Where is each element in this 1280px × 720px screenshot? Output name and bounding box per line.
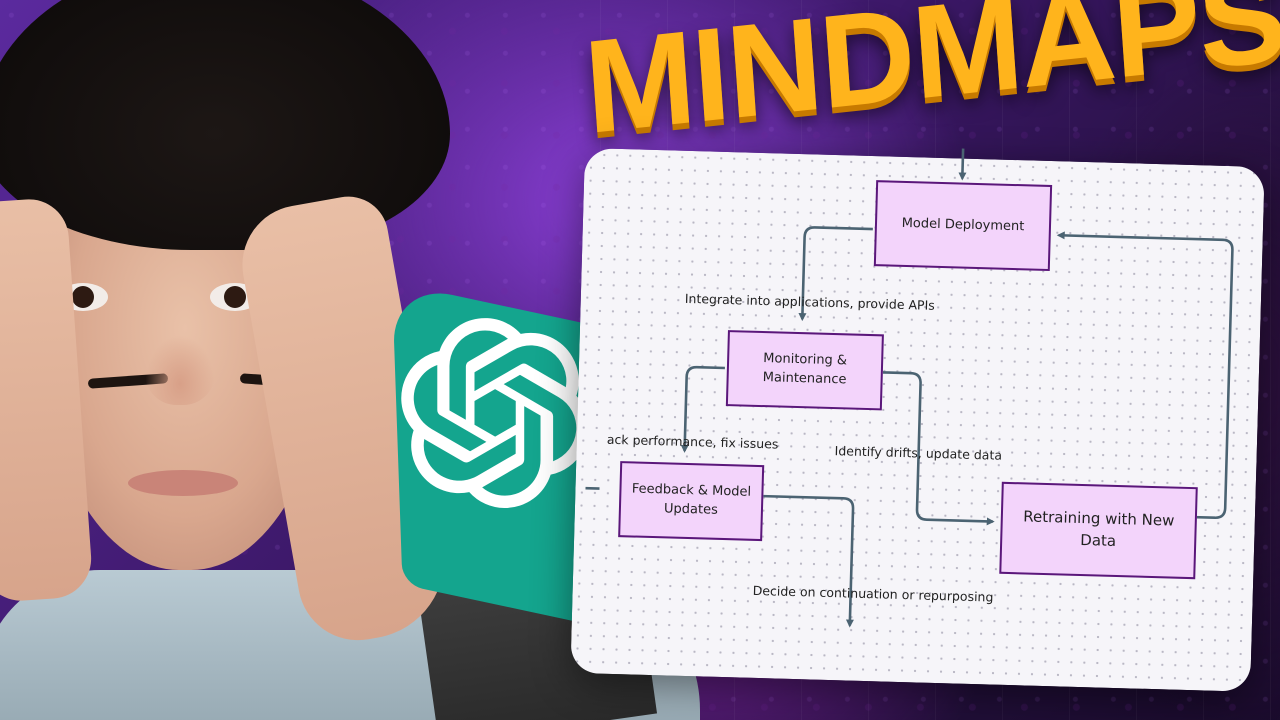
openai-logo-icon [401, 318, 589, 508]
node-monitoring-maintenance[interactable]: Monitoring & Maintenance [725, 330, 884, 411]
edge-feedback-exit [763, 494, 855, 628]
node-model-deployment[interactable]: Model Deployment [873, 180, 1053, 272]
diagram-edges [585, 148, 1234, 628]
edge-monitor-feedback [680, 365, 725, 453]
edge-retrain-deploy [1056, 231, 1234, 520]
edge-deploy-monitor [798, 226, 873, 322]
node-label: Monitoring & Maintenance [762, 351, 848, 388]
edge-monitor-retrain [882, 371, 995, 526]
mouth [128, 470, 238, 496]
node-label: Feedback & Model Updates [631, 481, 752, 518]
node-label: Retraining with New Data [1023, 507, 1175, 550]
hair [0, 0, 450, 250]
node-feedback-model-updates[interactable]: Feedback & Model Updates [618, 461, 765, 542]
node-label: Model Deployment [901, 215, 1025, 234]
node-retraining-new-data[interactable]: Retraining with New Data [999, 481, 1198, 580]
diagram-card: Model Deployment Monitoring & Maintenanc… [570, 148, 1265, 692]
nose [145, 335, 215, 405]
edge-into-deploy [958, 148, 967, 181]
